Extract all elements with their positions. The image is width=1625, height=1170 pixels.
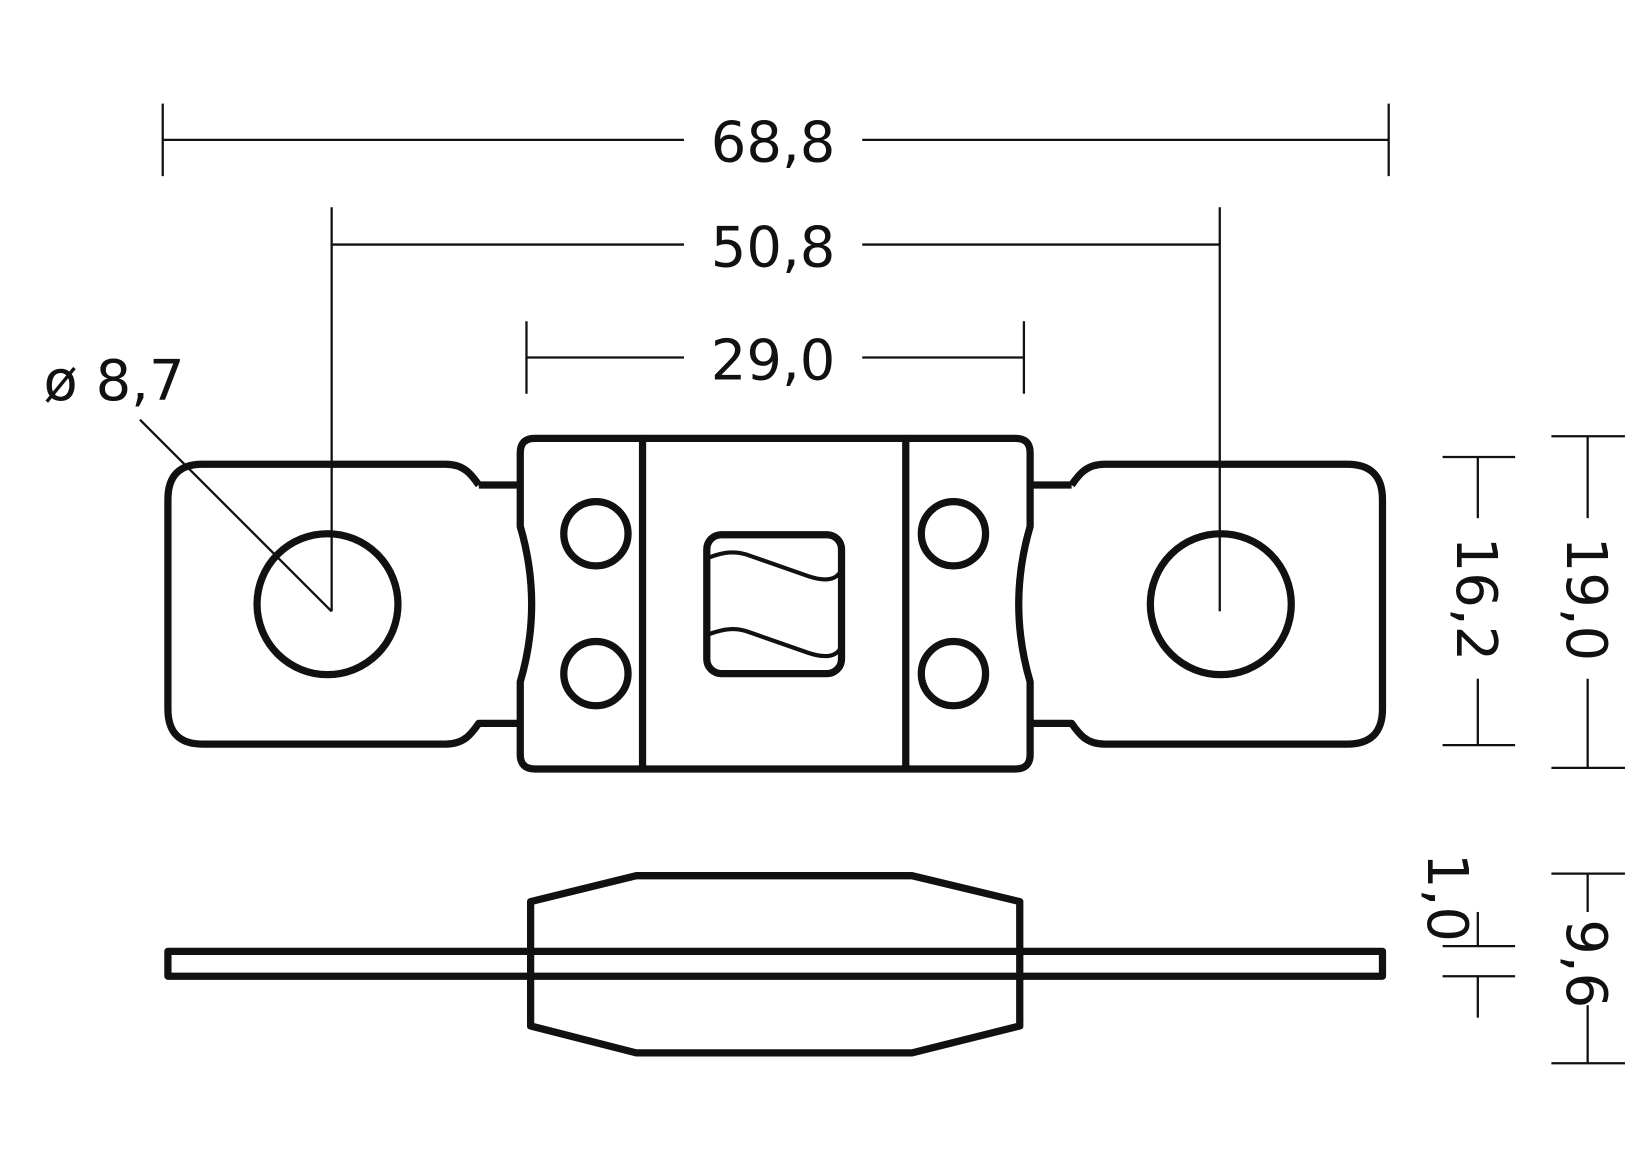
dimension-lines	[139, 103, 1625, 1065]
dim-hole-spacing: 50,8	[711, 215, 836, 280]
dim-overall-length: 68,8	[711, 111, 836, 176]
mounting-hole-left	[253, 530, 402, 679]
fuse-body	[516, 434, 1034, 773]
rivet	[917, 497, 990, 570]
right-terminal-tab	[1030, 460, 1387, 748]
dim-hole-diameter: ø 8,7	[44, 349, 185, 414]
dim-tab-width: 16,2	[1443, 537, 1508, 662]
dim-body-length: 29,0	[711, 328, 836, 393]
dim-tab-thickness: 1,0	[1414, 853, 1479, 942]
body-side-profile	[526, 872, 1024, 1057]
fuse-element	[708, 550, 842, 659]
dim-body-width: 19,0	[1553, 537, 1618, 662]
top-view	[164, 434, 1387, 773]
terminal-strip	[164, 947, 1387, 980]
rivet	[560, 637, 632, 710]
rivet	[560, 497, 632, 570]
left-terminal-tab	[164, 460, 521, 748]
side-view	[164, 872, 1387, 1057]
rivet	[917, 637, 990, 710]
dim-body-height: 9,6	[1553, 919, 1618, 1008]
inspection-window	[703, 531, 846, 678]
